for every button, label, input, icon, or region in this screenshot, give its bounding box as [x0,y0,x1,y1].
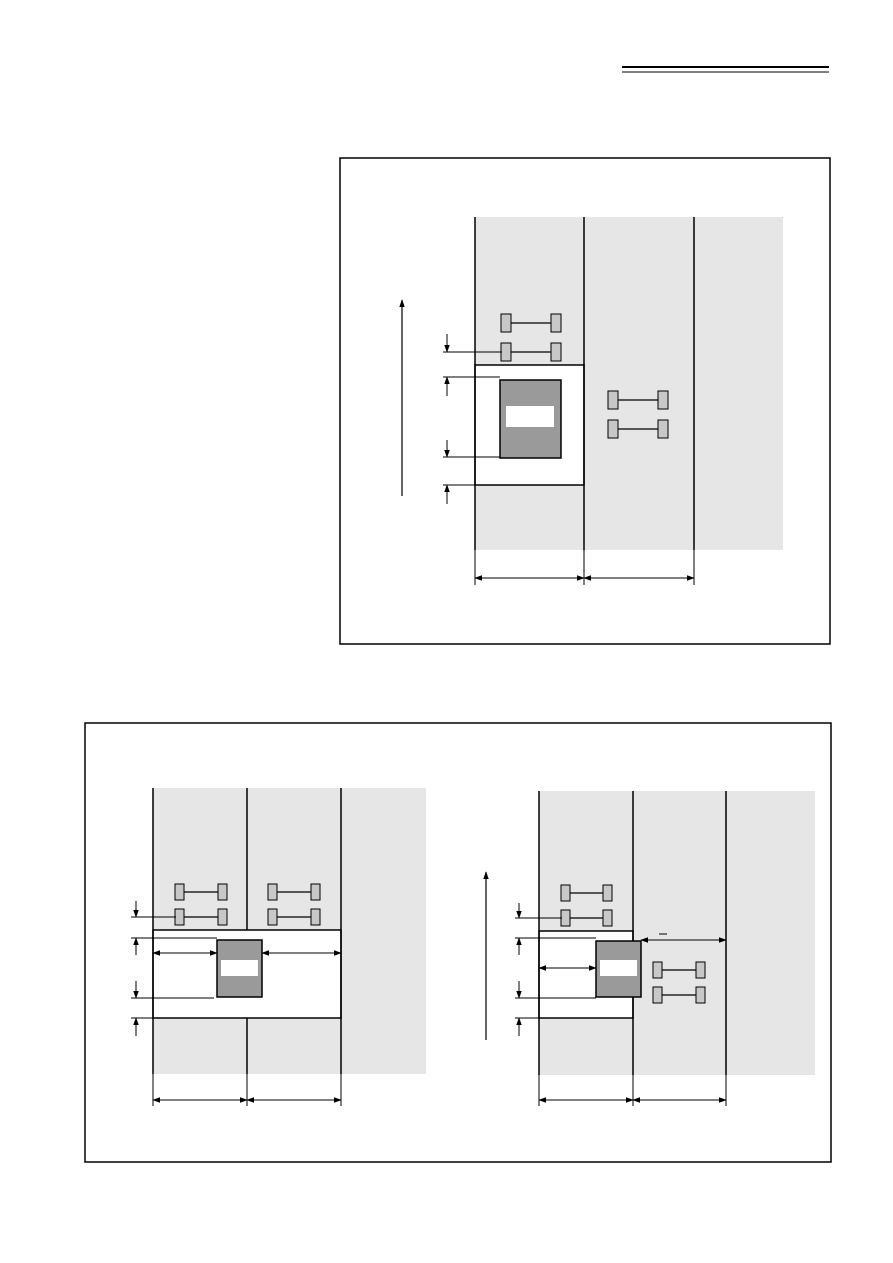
dimension-vertical [131,981,214,1036]
lanes [475,217,783,550]
dimension-horizontal [538,1075,727,1106]
header-double-rule [622,66,829,73]
dimension-vertical [443,440,500,504]
dimension-vertical [515,981,596,1036]
figure-frame [84,722,832,1163]
vehicle-axle-icon [652,961,706,979]
work-block-icon [216,939,263,998]
dimension-vertical [131,901,217,955]
lane-2 [584,217,694,550]
vehicle-axle-icon [267,883,321,901]
lane-3 [694,217,783,550]
dimension-horizontal [538,933,727,971]
vehicle-axle-icon [607,390,669,410]
lane-3 [341,788,426,1074]
figure-top [339,157,831,645]
work-block-icon [499,379,562,459]
dimension-vertical [515,903,596,955]
vehicle-axle-icon [560,884,613,902]
work-block-icon [595,940,642,998]
dimension-horizontal [474,550,695,585]
lane-3 [726,791,815,1075]
dimension-horizontal [152,1074,342,1106]
figure-bottom-left [131,788,426,1106]
dimension-vertical [443,334,502,396]
lane-2 [633,791,726,1075]
figure-bottom-right [483,791,815,1106]
figure-frame [339,157,831,645]
vehicle-axle-icon [267,908,321,926]
vehicle-axle-icon [607,419,669,439]
vehicle-axle-icon [560,909,613,927]
vehicle-axle-icon [174,883,228,901]
vehicle-axle-icon [500,313,562,333]
vehicle-axle-icon [652,986,706,1004]
